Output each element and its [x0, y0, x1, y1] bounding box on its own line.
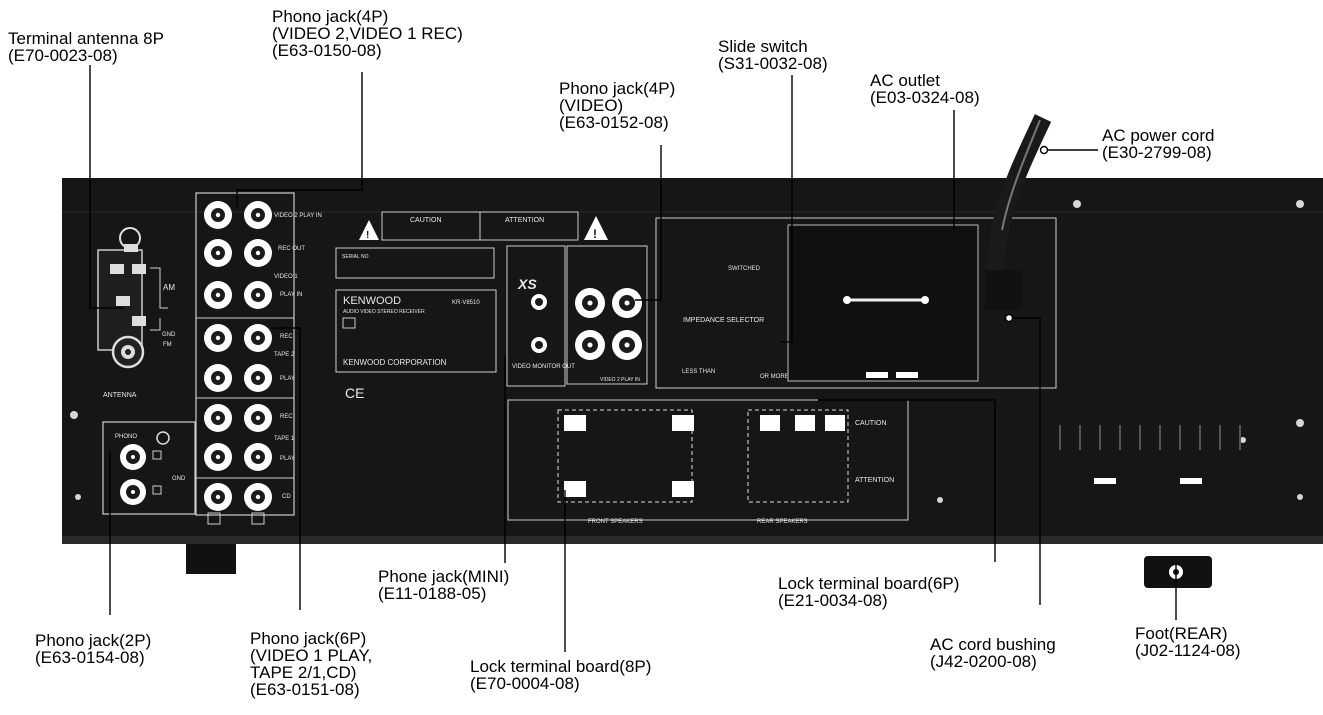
- svg-text:!: !: [593, 227, 597, 241]
- leader-dots: [1004, 145, 1049, 323]
- callout-phone-jack-mini: Phone jack(MINI) (E11-0188-05): [378, 567, 510, 603]
- rear-foot: [1144, 556, 1212, 588]
- ac-panel: IMPEDANCE SELECTOR SWITCHED LESS THAN OR…: [655, 217, 1057, 389]
- rca-jack: [204, 239, 232, 267]
- rca-jack: [244, 239, 272, 267]
- phono-jack-column: VIDEO 2 PLAY IN REC OUT VIDEO 1 PLAY IN …: [195, 192, 642, 525]
- callout-ac-outlet: AC outlet (E03-0324-08): [870, 71, 980, 107]
- callout-phono-jack-4p-video: Phono jack(4P) (VIDEO) (E63-0152-08): [559, 79, 676, 132]
- rca-jack: [244, 364, 272, 392]
- antenna-terminal: AM GND FM ANTENNA: [97, 227, 176, 399]
- callout-terminal-antenna: Terminal antenna 8P (E70-0023-08): [8, 29, 164, 65]
- svg-text:SERIAL NO: SERIAL NO: [342, 254, 369, 260]
- rca-jack: [244, 404, 272, 432]
- video-monitor-block: XS VIDEO MONITOR OUT VIDEO 2 PLAY IN: [506, 245, 648, 387]
- callout-phono-jack-6p: Phono jack(6P) (VIDEO 1 PLAY, TAPE 2/1,C…: [250, 629, 373, 699]
- svg-text:PLAY: PLAY: [280, 456, 295, 462]
- leader-lines: [89, 65, 1177, 652]
- callout-phono-jack-2p: Phono jack(2P) (E63-0154-08): [35, 631, 152, 667]
- rca-jack: [244, 324, 272, 352]
- rca-jack: [204, 404, 232, 432]
- svg-text:REAR SPEAKERS: REAR SPEAKERS: [757, 519, 808, 525]
- svg-text:REC: REC: [280, 334, 293, 340]
- svg-text:IMPEDANCE SELECTOR: IMPEDANCE SELECTOR: [683, 317, 764, 324]
- svg-text:PHONO: PHONO: [115, 434, 137, 440]
- svg-text:TAPE 2: TAPE 2: [274, 352, 295, 358]
- svg-text:FRONT SPEAKERS: FRONT SPEAKERS: [588, 519, 643, 525]
- svg-text:KENWOOD CORPORATION: KENWOOD CORPORATION: [343, 358, 447, 367]
- rca-jack: [204, 281, 232, 309]
- svg-text:PLAY: PLAY: [280, 376, 295, 382]
- svg-text:KENWOOD: KENWOOD: [343, 295, 401, 307]
- ac-power-cord: [985, 114, 1052, 310]
- svg-text:VIDEO 1: VIDEO 1: [274, 274, 298, 280]
- svg-text:PLAY IN: PLAY IN: [280, 292, 302, 298]
- svg-text:VIDEO MONITOR OUT: VIDEO MONITOR OUT: [512, 364, 575, 370]
- svg-text:OR MORE: OR MORE: [760, 374, 789, 380]
- callout-ac-power-cord: AC power cord (E30-2799-08): [1102, 126, 1215, 162]
- svg-text:AM: AM: [163, 283, 175, 292]
- callout-lock-terminal-8p: Lock terminal board(8P) (E70-0004-08): [470, 657, 652, 693]
- svg-text:XS: XS: [517, 276, 537, 292]
- svg-text:SWITCHED: SWITCHED: [728, 266, 761, 272]
- rca-jack: [244, 201, 272, 229]
- svg-text:LESS THAN: LESS THAN: [682, 369, 715, 375]
- callout-phono-jack-4p-video2: Phono jack(4P) (VIDEO 2,VIDEO 1 REC) (E6…: [272, 7, 463, 60]
- caution-label-area: ! CAUTION ATTENTION ! SERIAL NO: [335, 211, 608, 279]
- svg-text:GND: GND: [172, 476, 186, 482]
- svg-text:ANTENNA: ANTENNA: [103, 392, 137, 399]
- rca-jack: [204, 364, 232, 392]
- rca-jack: [204, 483, 232, 511]
- video-rca-jack: [612, 288, 642, 318]
- svg-text:AUDIO VIDEO STEREO RECEIVER: AUDIO VIDEO STEREO RECEIVER: [343, 309, 425, 315]
- video-rca-jack: [612, 330, 642, 360]
- rca-jack: [244, 443, 272, 471]
- callout-foot-rear: Foot(REAR) (J02-1124-08): [1135, 624, 1241, 660]
- svg-text:CD: CD: [282, 494, 291, 500]
- callout-slide-switch: Slide switch (S31-0032-08): [718, 37, 828, 73]
- phono-2p-block: PHONO GND: [102, 421, 196, 515]
- svg-text:VIDEO 2 PLAY IN: VIDEO 2 PLAY IN: [274, 213, 322, 219]
- svg-text:ATTENTION: ATTENTION: [505, 217, 544, 224]
- front-foot-left: [186, 544, 236, 574]
- speaker-terminal-section: FRONT SPEAKERS REAR SPEAKERS CAUTION ATT…: [507, 399, 909, 525]
- rca-jack: [244, 281, 272, 309]
- svg-text:VIDEO 2 PLAY IN: VIDEO 2 PLAY IN: [600, 377, 640, 383]
- vent-slots: [1059, 425, 1241, 484]
- kenwood-nameplate: KENWOOD KR-V8510 AUDIO VIDEO STEREO RECE…: [335, 289, 497, 401]
- rca-jack: [244, 483, 272, 511]
- svg-text:ATTENTION: ATTENTION: [855, 477, 894, 484]
- panel-screws: [70, 200, 1304, 503]
- svg-text:GND: GND: [162, 332, 176, 338]
- svg-text:CAUTION: CAUTION: [855, 420, 887, 427]
- video-rca-jack: [575, 330, 605, 360]
- rca-jack: [204, 443, 232, 471]
- svg-text:FM: FM: [163, 342, 172, 348]
- svg-text:REC OUT: REC OUT: [278, 246, 305, 252]
- video-rca-jack: [575, 288, 605, 318]
- callout-lock-terminal-6p: Lock terminal board(6P) (E21-0034-08): [778, 574, 960, 610]
- svg-text:CE: CE: [345, 385, 364, 401]
- svg-text:CAUTION: CAUTION: [410, 217, 442, 224]
- svg-text:!: !: [366, 230, 369, 241]
- rca-jack: [204, 324, 232, 352]
- svg-text:TAPE 1: TAPE 1: [274, 436, 295, 442]
- svg-text:REC: REC: [280, 414, 293, 420]
- svg-text:KR-V8510: KR-V8510: [452, 300, 480, 306]
- rca-jack: [204, 201, 232, 229]
- callout-ac-cord-bushing: AC cord bushing (J42-0200-08): [930, 635, 1056, 671]
